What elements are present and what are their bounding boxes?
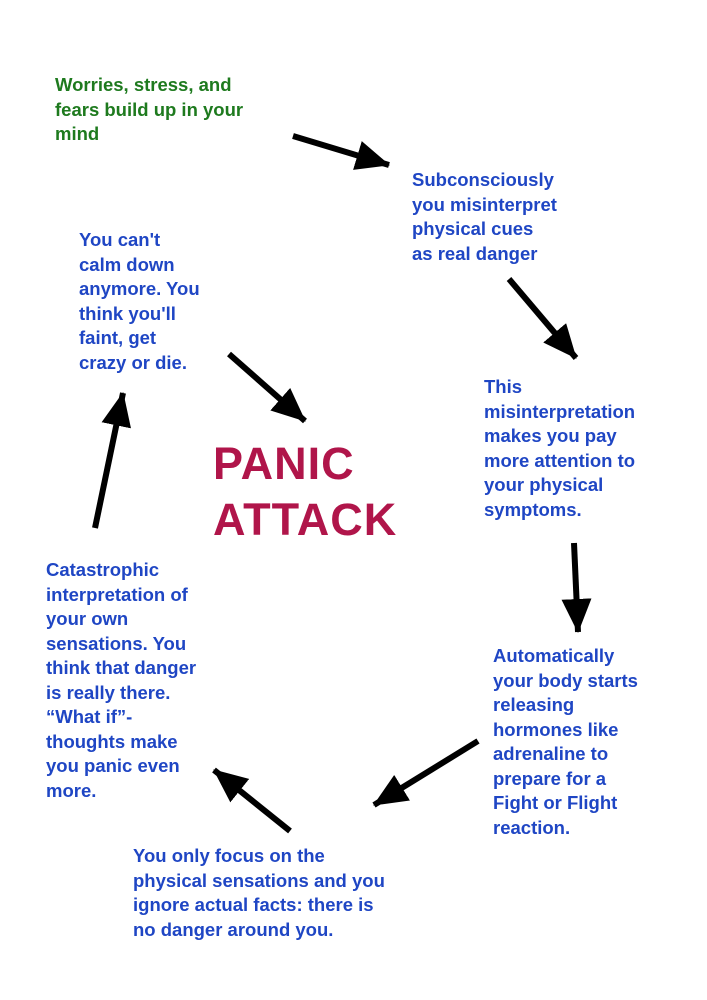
arrow-6-to-7 [92,392,131,529]
step-cannot-calm-down: You can't calm down anymore. You think y… [79,229,200,373]
step-worries-build-up: Worries, stress, and fears build up in y… [55,74,244,144]
arrow-2-to-3 [506,277,579,360]
diagram-title: PANIC ATTACK [213,438,398,545]
step-focus-on-sensations: You only focus on the physical sensation… [133,845,385,940]
arrow-3-to-4 [561,542,592,633]
step-misinterpret-cues: Subconsciously you misinterpret physical… [412,169,557,264]
arrow-4-to-5 [372,738,480,808]
arrow-1-to-2 [292,133,390,170]
step-pay-attention-to-symptoms: This misinterpretation makes you pay mor… [484,376,636,520]
arrow-5-to-6 [212,767,292,834]
step-release-hormones: Automatically your body starts releasing… [493,645,638,838]
step-catastrophic-interpretation: Catastrophic interpretation of your own … [46,559,197,801]
arrow-7-to-panic [227,351,307,424]
